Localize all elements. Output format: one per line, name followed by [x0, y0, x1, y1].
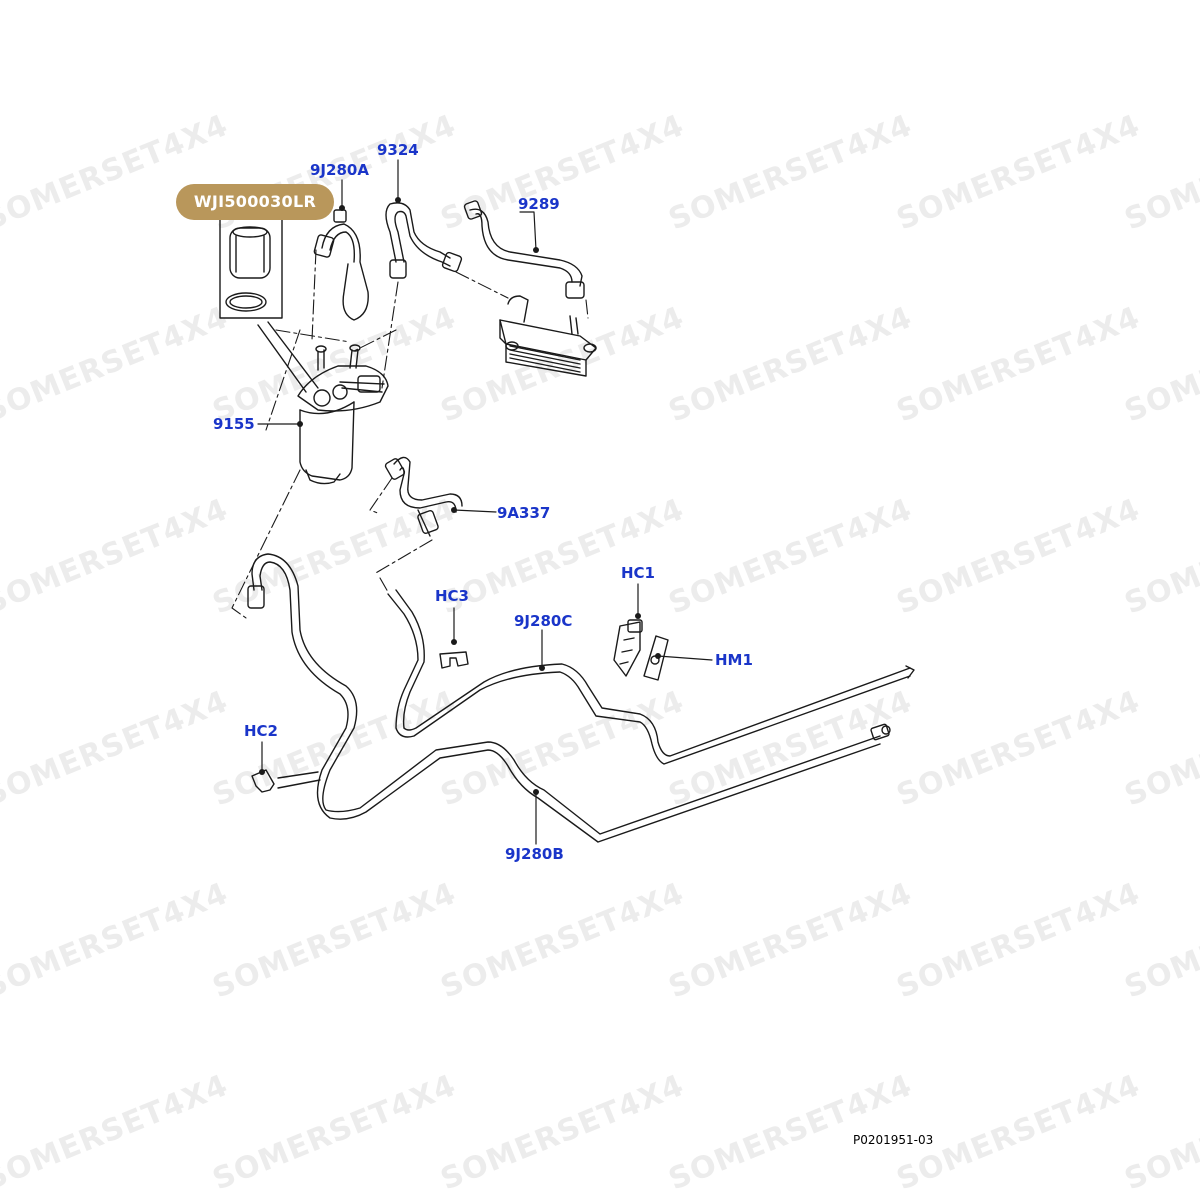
callout-hc3[interactable]: HC3	[435, 587, 469, 605]
callout-9j280a[interactable]: 9J280A	[310, 161, 369, 179]
hose-9289	[463, 200, 585, 299]
watermark-text: SOMERSET4X4	[664, 300, 917, 429]
callout-9a337[interactable]: 9A337	[497, 504, 551, 522]
watermark-text: SOMERSET4X4	[664, 684, 917, 813]
watermark-text: SOMERSET4X4	[436, 1068, 689, 1197]
watermark-text: SOMERSET4X4	[892, 684, 1145, 813]
diagram-reference: P0201951-03	[853, 1133, 934, 1147]
watermark-text: SOMERSET4X4	[0, 1068, 233, 1197]
callout-leaders	[257, 159, 713, 845]
watermark-text: SOMERSET4X4	[892, 108, 1145, 237]
watermark-text: SOMERSET4X4	[664, 492, 917, 621]
watermark-text: SOMERSET4X4	[0, 684, 233, 813]
watermark-text: SOMERSET4X4	[664, 108, 917, 237]
filter-element-inset	[219, 219, 319, 393]
watermark-text: SOMERSET4X4	[892, 492, 1145, 621]
hose-9324	[385, 202, 463, 279]
clip-hc2	[251, 769, 321, 793]
watermark-text: SOMERSET4X4	[892, 300, 1145, 429]
watermark-text: SOMERSET4X4	[208, 492, 461, 621]
callout-hc2[interactable]: HC2	[244, 722, 278, 740]
pipe-9j280b	[247, 553, 891, 843]
callout-9j280c[interactable]: 9J280C	[514, 612, 573, 630]
watermark-text: SOMERSET4X4	[892, 876, 1145, 1005]
watermark-text: SOMERSET4X4	[208, 300, 461, 429]
dashdot-guides	[231, 249, 589, 619]
hose-9j280a	[313, 209, 369, 321]
callout-hm1[interactable]: HM1	[715, 651, 753, 669]
callout-9155[interactable]: 9155	[213, 415, 255, 433]
watermark-text: SOMERSET4X4	[0, 492, 233, 621]
watermark-text: SOMERSET4X4	[0, 876, 233, 1005]
bracket-hc1	[613, 619, 643, 677]
watermark-text: SOMERSET4X4	[0, 300, 233, 429]
watermark-text: SOMERSET4X4	[208, 1068, 461, 1197]
clip-hc3	[439, 651, 469, 669]
watermark-text: SOMERSET4X4	[436, 876, 689, 1005]
callout-9j280b[interactable]: 9J280B	[505, 845, 564, 863]
hose-9a337	[384, 456, 463, 537]
part-number-badge[interactable]: WJI500030LR	[176, 184, 334, 220]
watermark: SOMERSET4X4SOMERSET4X4SOMERSET4X4SOMERSE…	[0, 108, 1200, 1197]
watermark-text: SOMERSET4X4	[664, 876, 917, 1005]
cooler-block	[499, 295, 597, 377]
pipe-9j280c	[387, 589, 915, 765]
callout-9324[interactable]: 9324	[377, 141, 419, 159]
callout-9289[interactable]: 9289	[518, 195, 560, 213]
fuel-filter-housing	[297, 344, 389, 485]
watermark-text: SOMERSET4X4	[436, 684, 689, 813]
callout-hc1[interactable]: HC1	[621, 564, 655, 582]
watermark-text: SOMERSET4X4	[208, 876, 461, 1005]
